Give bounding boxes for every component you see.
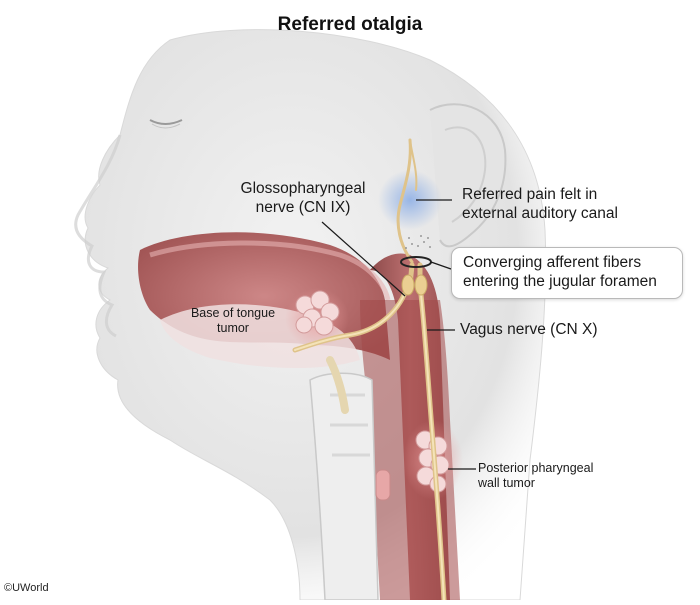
ear-helix-icon	[444, 126, 487, 223]
label-base-tongue-line2: tumor	[217, 321, 249, 335]
ganglion-ix	[401, 274, 415, 296]
ganglion-x	[414, 274, 428, 296]
label-referred-pain-line1: Referred pain felt in	[462, 186, 598, 203]
label-referred-pain-line2: external auditory canal	[462, 204, 618, 222]
diagram-title: Referred otalgia	[277, 14, 423, 35]
ear-icon	[429, 103, 507, 248]
label-converging-line2: entering the jugular foramen	[463, 272, 657, 290]
label-posterior-wall-line1: Posterior pharyngeal	[478, 461, 594, 475]
epiglottis	[326, 356, 349, 414]
auricular-branch-2	[409, 139, 418, 191]
eye-lid-icon	[151, 123, 181, 129]
afferent-dots-icon	[405, 235, 431, 249]
label-base-tongue: Base of tongue tumor	[178, 306, 288, 336]
label-glossopharyngeal: Glossopharyngeal nerve (CN IX)	[228, 180, 378, 217]
ear-canal-glow	[378, 170, 442, 230]
label-converging-line1: Converging afferent fibers	[463, 254, 642, 271]
leader-lines	[321, 199, 476, 470]
label-posterior-wall-line2: wall tumor	[478, 476, 535, 490]
label-converging: Converging afferent fibers entering the …	[463, 254, 683, 291]
label-glossopharyngeal-line2: nerve (CN IX)	[255, 198, 351, 216]
base-tongue-tumor	[295, 290, 340, 336]
label-referred-pain: Referred pain felt in external auditory …	[462, 186, 662, 223]
leader-glossopharyngeal	[321, 221, 406, 297]
face-profile-shadow	[74, 134, 122, 338]
palate	[149, 240, 391, 301]
label-vagus: Vagus nerve (CN X)	[460, 321, 598, 338]
arytenoid-icon	[375, 469, 391, 501]
auricular-branch	[396, 138, 414, 264]
label-converging-box	[451, 247, 683, 299]
copyright: ©UWorld	[4, 582, 49, 594]
glossopharyngeal-highlight	[294, 284, 409, 351]
eye-icon	[149, 119, 183, 125]
label-posterior-wall: Posterior pharyngeal wall tumor	[478, 461, 628, 491]
leader-converging	[430, 261, 452, 270]
label-base-tongue-line1: Base of tongue	[190, 306, 276, 320]
trachea-rings-icon	[330, 393, 370, 457]
vagus-highlight	[419, 284, 445, 601]
label-glossopharyngeal-line1: Glossopharyngeal	[240, 180, 366, 197]
